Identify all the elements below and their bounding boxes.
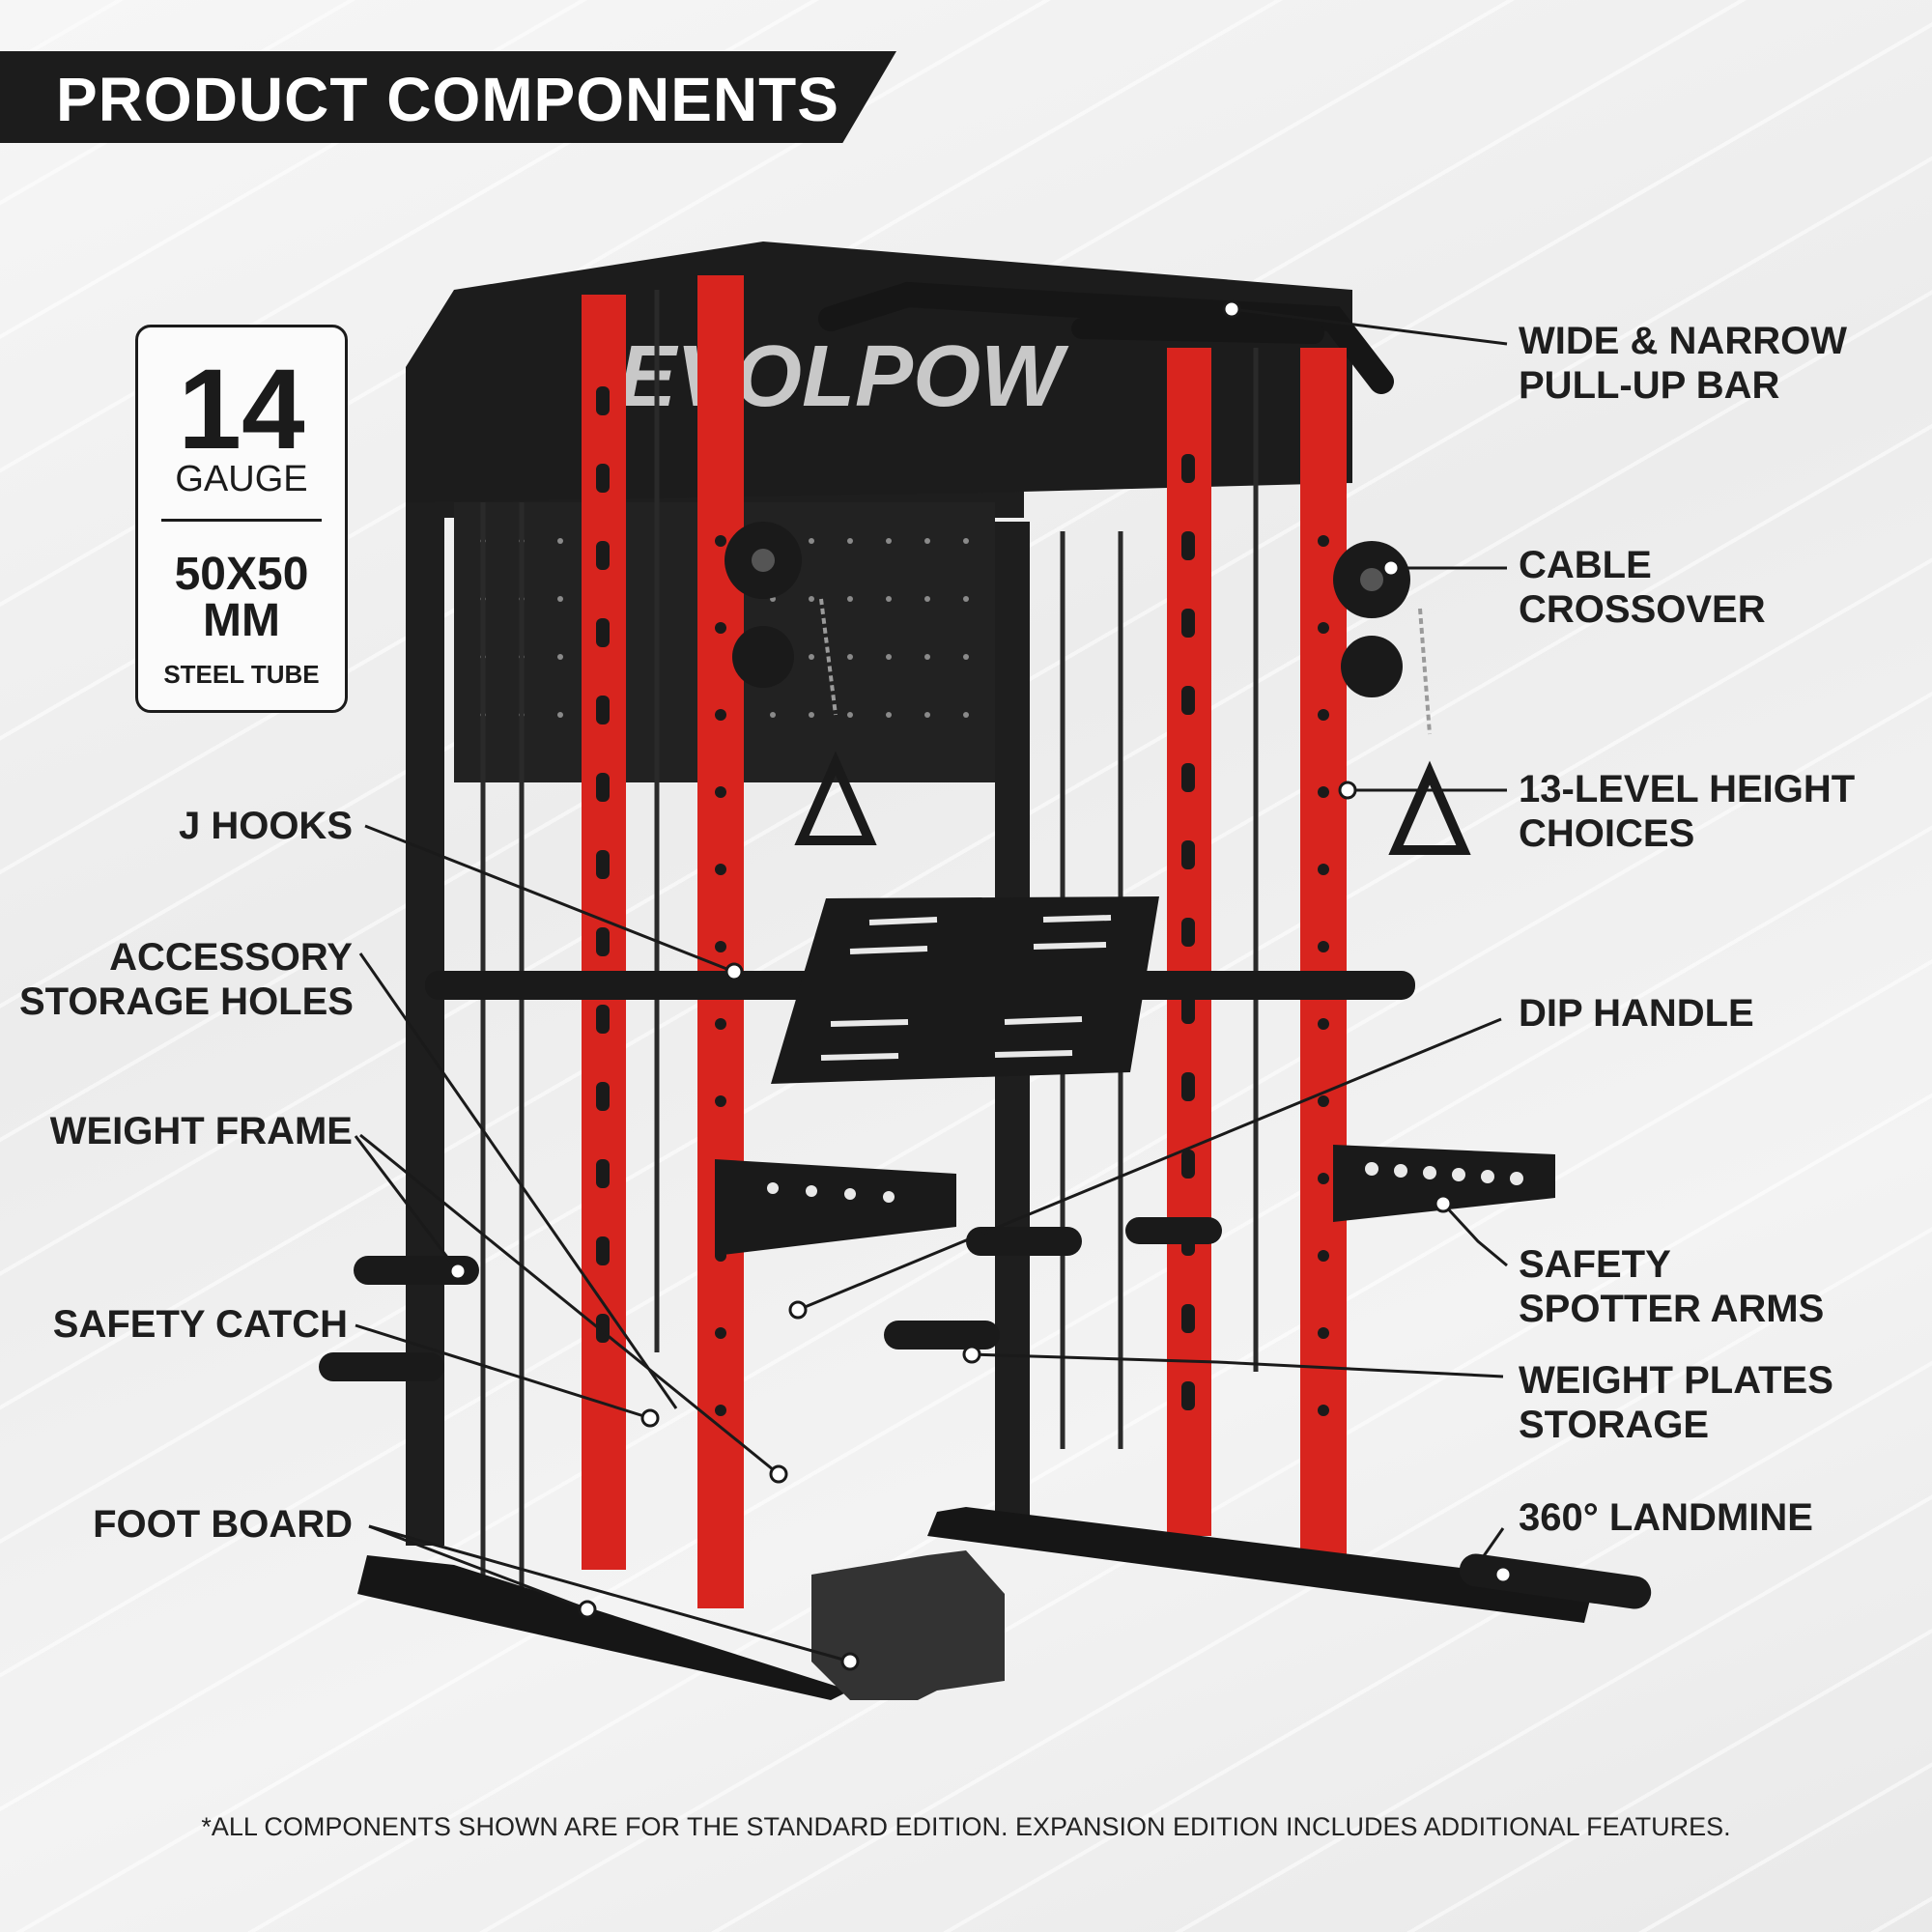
label-accessory-storage: ACCESSORY STORAGE HOLES bbox=[19, 935, 354, 1024]
label-accessory-line1: ACCESSORY bbox=[109, 936, 353, 979]
pullup-bar bbox=[818, 281, 1394, 394]
smith-bar bbox=[425, 896, 1415, 1084]
label-spotter-arms: SAFETY SPOTTER ARMS bbox=[1519, 1242, 1824, 1331]
gauge-label: GAUGE bbox=[175, 459, 308, 499]
leader-dots bbox=[448, 299, 1513, 1671]
label-j-hooks: J HOOKS bbox=[178, 805, 353, 847]
label-foot-board: FOOT BOARD bbox=[93, 1503, 353, 1546]
label-pullup-line2: PULL-UP BAR bbox=[1519, 364, 1780, 407]
header-banner bbox=[0, 51, 896, 143]
label-spotter-line1: SAFETY bbox=[1519, 1243, 1671, 1286]
base-frame bbox=[357, 1507, 1652, 1700]
label-pullup-bar: WIDE & NARROW PULL-UP BAR bbox=[1519, 319, 1847, 408]
brand-logo: EVOLPOW bbox=[618, 328, 1069, 425]
label-cable-line1: CABLE bbox=[1519, 544, 1652, 586]
cable-pulleys bbox=[724, 522, 1471, 855]
tube-size-line2: MM bbox=[203, 595, 280, 646]
label-spotter-line2: SPOTTER ARMS bbox=[1519, 1288, 1825, 1330]
label-plates-line2: STORAGE bbox=[1519, 1404, 1710, 1446]
leader-lines bbox=[354, 307, 1508, 1663]
label-landmine: 360° LANDMINE bbox=[1519, 1496, 1813, 1539]
weight-horns bbox=[319, 1217, 1222, 1381]
label-cable-crossover: CABLE CROSSOVER bbox=[1519, 543, 1766, 632]
label-dip-handle: DIP HANDLE bbox=[1519, 992, 1754, 1035]
label-weight-plates-storage: WEIGHT PLATES STORAGE bbox=[1519, 1358, 1833, 1447]
tube-label: STEEL TUBE bbox=[163, 660, 320, 689]
tube-size: 50X50 MM bbox=[138, 552, 345, 644]
footnote: *ALL COMPONENTS SHOWN ARE FOR THE STANDA… bbox=[201, 1812, 1731, 1841]
label-cable-line2: CROSSOVER bbox=[1519, 588, 1766, 631]
label-accessory-line2: STORAGE HOLES bbox=[19, 980, 354, 1023]
label-pullup-line1: WIDE & NARROW bbox=[1519, 320, 1847, 362]
label-height-line2: CHOICES bbox=[1519, 812, 1695, 855]
label-height-choices: 13-LEVEL HEIGHT CHOICES bbox=[1519, 767, 1855, 856]
tube-size-line1: 50X50 bbox=[174, 549, 309, 600]
front-uprights bbox=[582, 275, 1347, 1608]
page-title: PRODUCT COMPONENTS bbox=[56, 65, 839, 134]
gauge-number: 14 bbox=[178, 346, 305, 473]
spotter-arms bbox=[715, 1145, 1555, 1256]
label-weight-frame: WEIGHT FRAME bbox=[49, 1110, 353, 1152]
spec-divider bbox=[161, 519, 322, 522]
label-height-line1: 13-LEVEL HEIGHT bbox=[1519, 768, 1856, 810]
label-plates-line1: WEIGHT PLATES bbox=[1519, 1359, 1833, 1402]
label-safety-catch: SAFETY CATCH bbox=[52, 1303, 348, 1346]
spec-card: 14 GAUGE 50X50 MM STEEL TUBE bbox=[135, 325, 348, 713]
